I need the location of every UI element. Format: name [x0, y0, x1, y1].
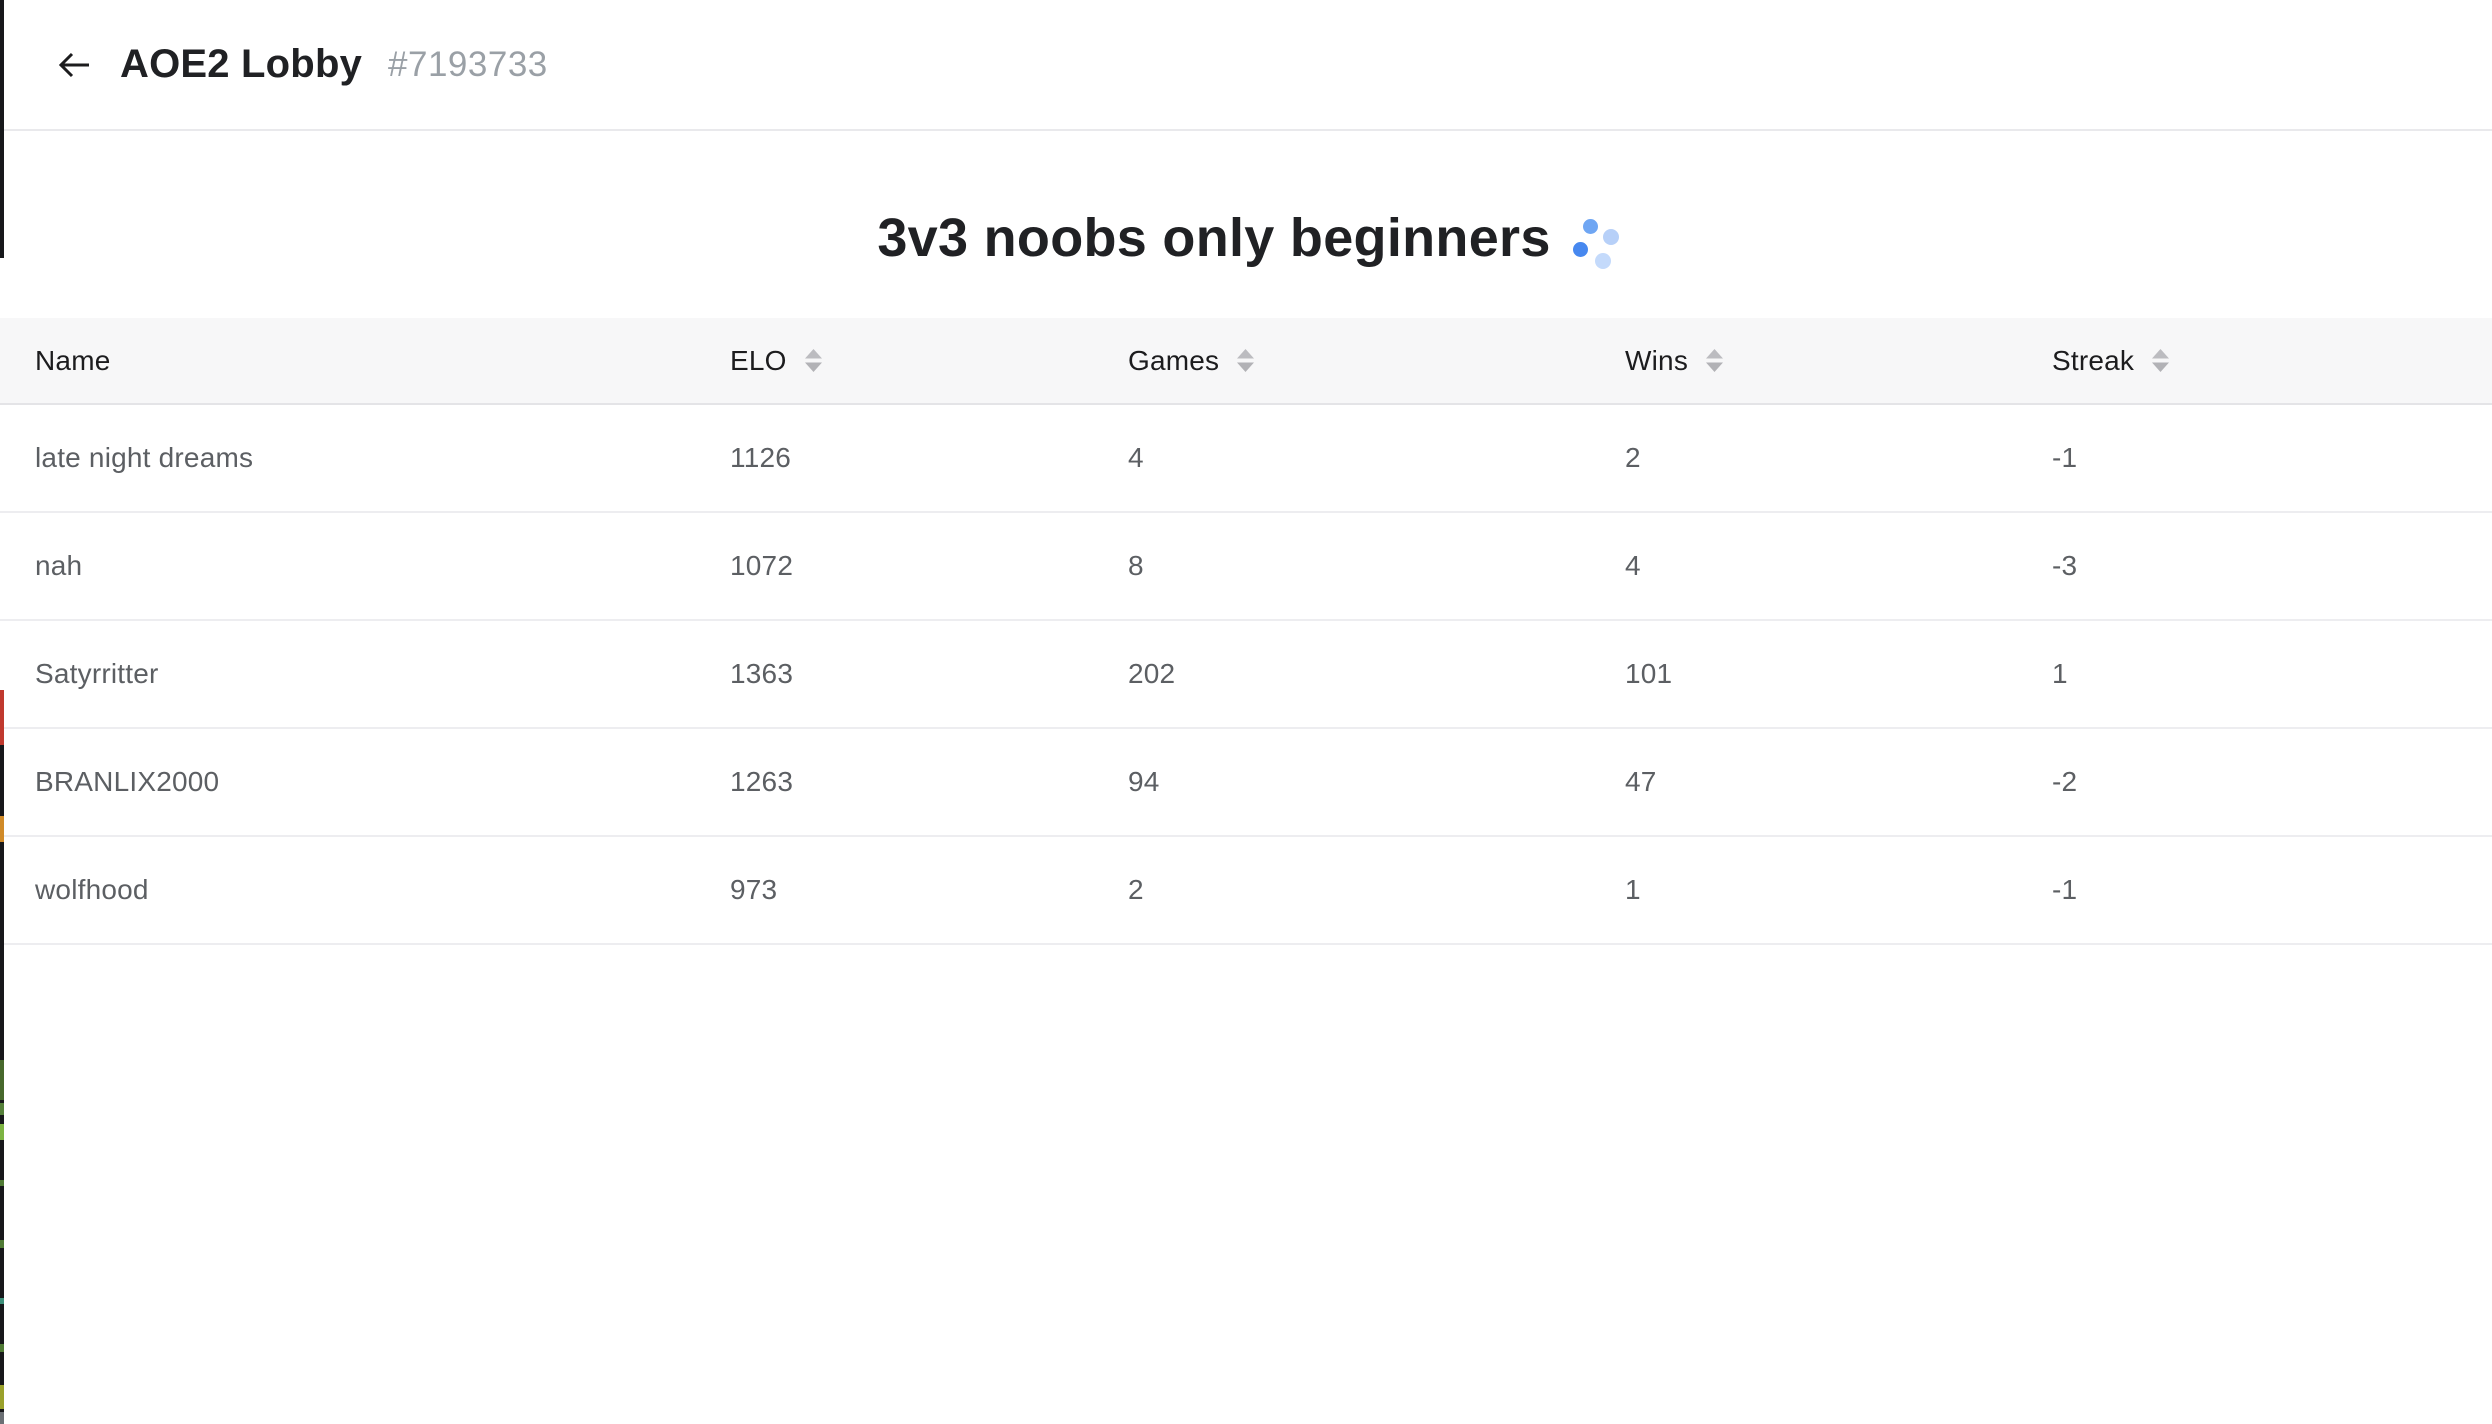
table-row: wolfhood 973 2 1 -1 [0, 837, 2492, 945]
column-label: ELO [730, 344, 787, 376]
players-table: Name ELO Games Wins [0, 318, 2492, 945]
cell-name: wolfhood [35, 874, 149, 905]
cell-streak: -1 [2052, 874, 2078, 905]
sort-up-down-icon [804, 349, 822, 372]
column-label: Games [1128, 344, 1220, 376]
cell-wins: 2 [1625, 442, 1641, 473]
page-title: AOE2 Lobby [120, 42, 363, 86]
lobby-title: 3v3 noobs only beginners [877, 207, 1551, 268]
cell-elo: 1363 [730, 658, 794, 689]
cell-wins: 47 [1625, 766, 1657, 797]
lobby-id: #7193733 [388, 44, 548, 84]
cell-name: nah [35, 550, 83, 581]
loading-dots-icon [1567, 216, 1619, 269]
cell-wins: 101 [1625, 658, 1673, 689]
cell-games: 202 [1128, 658, 1176, 689]
cell-elo: 1126 [730, 442, 792, 473]
app-header: AOE2 Lobby #7193733 [0, 0, 2492, 131]
column-label: Name [35, 344, 111, 376]
cell-streak: -2 [2052, 766, 2078, 797]
cell-elo: 973 [730, 874, 778, 905]
cell-elo: 1072 [730, 550, 794, 581]
sort-up-down-icon [2152, 349, 2170, 372]
column-label: Wins [1625, 344, 1689, 376]
column-header-wins[interactable]: Wins [1625, 318, 2052, 403]
column-header-games[interactable]: Games [1128, 318, 1625, 403]
table-row: BRANLIX2000 1263 94 47 -2 [0, 729, 2492, 837]
column-header-streak[interactable]: Streak [2052, 318, 2492, 403]
table-header-row: Name ELO Games Wins [0, 318, 2492, 405]
cell-name: BRANLIX2000 [35, 766, 220, 797]
cell-streak: -1 [2052, 442, 2078, 473]
column-header-name: Name [35, 318, 730, 403]
cell-name: late night dreams [35, 442, 254, 473]
cell-games: 4 [1128, 442, 1144, 473]
arrow-left-icon [57, 51, 91, 79]
cell-streak: 1 [2052, 658, 2068, 689]
cell-games: 94 [1128, 766, 1160, 797]
table-row: late night dreams 1126 4 2 -1 [0, 405, 2492, 513]
cell-wins: 4 [1625, 550, 1641, 581]
back-button[interactable] [52, 43, 96, 87]
column-label: Streak [2052, 344, 2135, 376]
cell-streak: -3 [2052, 550, 2078, 581]
column-header-elo[interactable]: ELO [730, 318, 1128, 403]
cell-name: Satyrritter [35, 658, 159, 689]
table-row: nah 1072 8 4 -3 [0, 513, 2492, 621]
cell-wins: 1 [1625, 874, 1641, 905]
table-row: Satyrritter 1363 202 101 1 [0, 621, 2492, 729]
lobby-title-section: 3v3 noobs only beginners [0, 131, 2492, 318]
cell-elo: 1263 [730, 766, 794, 797]
cell-games: 8 [1128, 550, 1144, 581]
sort-up-down-icon [1706, 349, 1724, 372]
sort-up-down-icon [1237, 349, 1255, 372]
cell-games: 2 [1128, 874, 1144, 905]
